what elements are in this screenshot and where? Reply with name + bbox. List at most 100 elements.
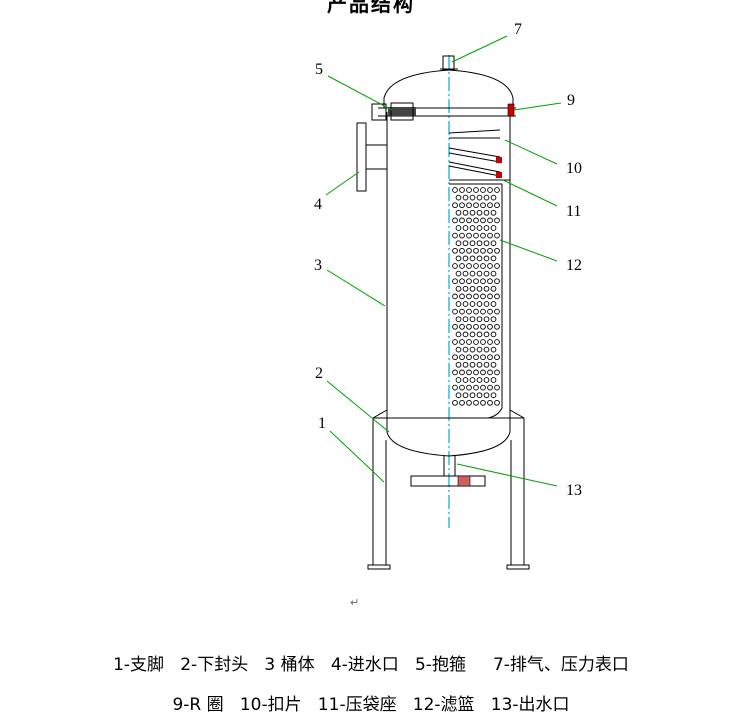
perforation-hole bbox=[476, 331, 483, 338]
perforation-hole bbox=[459, 263, 465, 269]
perforation-hole bbox=[487, 263, 493, 269]
perforation-hole bbox=[466, 293, 472, 300]
perforation-hole bbox=[466, 217, 472, 224]
clip-plate bbox=[448, 129, 502, 163]
perforation-hole bbox=[473, 217, 479, 224]
callout-10: 10 bbox=[566, 160, 582, 177]
perforation-hole bbox=[490, 255, 497, 262]
perforation-hole bbox=[469, 361, 476, 368]
filter-basket bbox=[449, 183, 503, 419]
perforation-hole bbox=[452, 232, 458, 239]
perforation-hole bbox=[455, 270, 462, 277]
perforation-hole bbox=[466, 263, 472, 269]
perforation-hole bbox=[483, 240, 490, 247]
perforation-hole bbox=[476, 194, 483, 201]
perforation-hole bbox=[469, 392, 476, 399]
filter-structure-diagram: 7 5 9 10 4 11 12 3 2 1 13 bbox=[314, 21, 582, 570]
perforation-hole bbox=[494, 354, 500, 361]
perforation-hole bbox=[494, 202, 500, 209]
perforation-hole bbox=[462, 225, 469, 231]
perforation-hole bbox=[469, 301, 476, 307]
perforation-hole bbox=[483, 346, 490, 353]
perforation-hole bbox=[462, 285, 469, 292]
callout-9: 9 bbox=[567, 92, 575, 109]
perforation-hole bbox=[476, 301, 483, 307]
perforation-hole bbox=[487, 217, 493, 224]
perforation-hole bbox=[483, 331, 490, 338]
perforation-hole bbox=[459, 278, 465, 285]
perforation-hole bbox=[473, 187, 479, 193]
perforation-hole bbox=[487, 384, 493, 391]
perforation-hole bbox=[483, 377, 490, 383]
perforation-hole bbox=[452, 202, 458, 209]
page-title: 产品结构 bbox=[327, 0, 415, 16]
perforation-hole bbox=[455, 225, 462, 231]
perforation-hole bbox=[483, 301, 490, 307]
perforation-hole bbox=[483, 316, 490, 323]
perforation-hole bbox=[473, 339, 479, 345]
perforation-hole bbox=[480, 202, 486, 209]
perforation-hole bbox=[462, 361, 469, 368]
perforation-hole bbox=[490, 331, 497, 338]
perforation-hole bbox=[455, 255, 462, 262]
perforation-hole bbox=[459, 323, 465, 330]
perforation-hole bbox=[462, 377, 469, 383]
perforation-hole bbox=[455, 285, 462, 292]
perforation-hole bbox=[473, 293, 479, 300]
perforation-hole bbox=[494, 232, 500, 239]
perforation-hole bbox=[494, 293, 500, 300]
perforation-hole bbox=[480, 399, 486, 406]
perforation-hole bbox=[466, 323, 472, 330]
perforation-hole bbox=[459, 308, 465, 315]
perforation-hole bbox=[455, 377, 462, 383]
perforation-hole bbox=[469, 316, 476, 323]
perforation-hole bbox=[487, 202, 493, 209]
perforation-hole bbox=[452, 217, 458, 224]
perforation-hole bbox=[473, 399, 479, 406]
perforation-hole bbox=[490, 316, 497, 323]
callout-1: 1 bbox=[318, 415, 326, 432]
perforation-hole bbox=[494, 369, 500, 376]
perforation-hole bbox=[466, 202, 472, 209]
perforation-hole bbox=[483, 194, 490, 201]
perforation-hole bbox=[490, 301, 497, 307]
clamp bbox=[371, 102, 416, 121]
perforation-hole bbox=[476, 240, 483, 247]
perforation-hole bbox=[473, 354, 479, 361]
perforation-hole bbox=[473, 384, 479, 391]
perforation-hole bbox=[473, 247, 479, 254]
perforation-hole bbox=[462, 270, 469, 277]
perforation-hole bbox=[480, 187, 486, 193]
perforation-hole bbox=[455, 331, 462, 338]
perforation-hole bbox=[480, 308, 486, 315]
perforation-hole bbox=[452, 399, 458, 406]
perforation-hole bbox=[483, 225, 490, 231]
perforation-hole bbox=[459, 232, 465, 239]
perforation-hole bbox=[473, 308, 479, 315]
perforation-hole bbox=[490, 377, 497, 383]
support-legs bbox=[367, 409, 530, 570]
perforation-hole bbox=[466, 354, 472, 361]
perforation-hole bbox=[466, 232, 472, 239]
callout-13: 13 bbox=[566, 482, 582, 499]
perforation-hole bbox=[490, 270, 497, 277]
perforation-hole bbox=[473, 323, 479, 330]
perforation-hole bbox=[459, 339, 465, 345]
perforation-hole bbox=[469, 331, 476, 338]
perforation-hole bbox=[459, 293, 465, 300]
perforation-hole bbox=[455, 316, 462, 323]
perforation-hole bbox=[494, 308, 500, 315]
perforation-hole bbox=[452, 247, 458, 254]
perforation-hole bbox=[490, 285, 497, 292]
perforation-hole bbox=[469, 270, 476, 277]
perforation-hole bbox=[473, 202, 479, 209]
basket-perforations bbox=[452, 187, 500, 406]
perforation-hole bbox=[455, 346, 462, 353]
perforation-hole bbox=[476, 285, 483, 292]
callout-5: 5 bbox=[315, 61, 323, 78]
r-ring bbox=[507, 103, 515, 117]
perforation-hole bbox=[480, 293, 486, 300]
perforation-hole bbox=[455, 240, 462, 247]
perforation-hole bbox=[462, 240, 469, 247]
legend-line-1: 1-支脚 2-下封头 3 桶体 4-进水口 5-抱箍 7-排气、压力表口 bbox=[113, 655, 629, 675]
